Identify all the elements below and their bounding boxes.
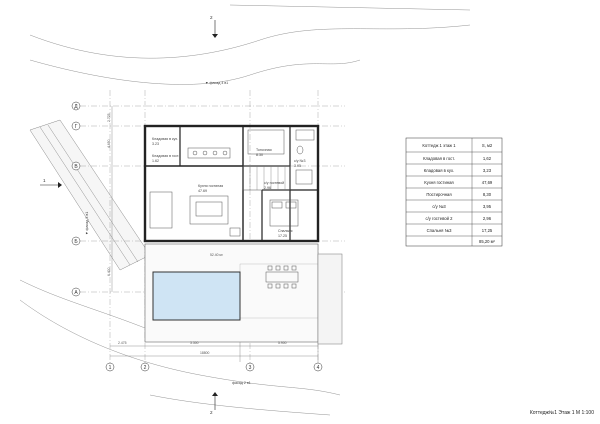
table-cell: 17,25 [482, 228, 493, 233]
swimming-pool [152, 271, 241, 321]
table-cell: 3,23 [483, 168, 492, 173]
table-cell: Спальня №3 [427, 228, 452, 233]
table-header-name: Коттедж 1 этаж 1 [422, 143, 456, 148]
table-cell: с/у гостевой 2 [426, 216, 454, 221]
axis-bubble-d [71, 101, 81, 111]
axis-label-3: 3 [249, 365, 252, 371]
table-total: 85,20 м² [479, 239, 496, 244]
room-area-bedroom3: 17.25 [278, 234, 287, 238]
section-mark-bottom: 2 [210, 392, 218, 415]
driveway [29, 119, 151, 271]
table-header-area: S, м2 [482, 143, 493, 148]
terrace-area-label: 52.40 м² [210, 253, 224, 257]
axis-bubble-a [71, 287, 81, 297]
axis-bubble-4 [313, 362, 323, 372]
dimension-lines: 2.475 3.300 5.900 18800 2.725 4.650 6.40… [107, 106, 318, 357]
axis-label-a: А [74, 290, 78, 296]
building-walls [143, 124, 320, 243]
bathroom-fixtures [247, 129, 315, 185]
axis-bubble-b [71, 236, 81, 246]
dim-d3: 3.300 [190, 341, 199, 345]
table-cell: 8,30 [483, 192, 492, 197]
axis-label-g: Г [75, 124, 78, 130]
table-cell: 3,95 [483, 204, 492, 209]
room-area-pantry-living: 1.62 [152, 159, 159, 163]
axis-bubble-1 [105, 362, 115, 372]
table-cell: Кладовая в гост. [423, 156, 455, 161]
axis-label-4: 4 [317, 365, 320, 371]
level-top: ▼ фасад 4 в1 [205, 81, 228, 85]
axis-bubble-g [71, 121, 81, 131]
room-area-pantry-kitchen: 3.23 [152, 142, 159, 146]
terrace-dining-set [265, 265, 299, 289]
dim-d2: 2.725 [107, 113, 111, 122]
dim-d4: 4.650 [107, 139, 111, 148]
column-axis-markers: 1 2 3 4 [105, 362, 323, 372]
table-cell: 1,62 [483, 156, 492, 161]
axis-label-2: 2 [144, 365, 147, 371]
room-area-boiler: 8.30 [256, 153, 263, 157]
table-cell: 2,96 [483, 216, 492, 221]
axis-label-d: Д [74, 104, 78, 110]
axis-bubble-2 [140, 362, 150, 372]
room-area-kitchen-living: 47.69 [198, 189, 207, 193]
bedroom-furniture [269, 199, 299, 227]
room-name-bedroom3: Спальня [278, 229, 292, 233]
dim-total: 18800 [200, 351, 210, 355]
dim-d6: 5.900 [278, 341, 287, 345]
staircase [242, 165, 291, 191]
room-labels: Кладовая в кух. 3.23 Кладовая в гост. 1.… [152, 137, 305, 238]
room-area-bath2: 2.96 [264, 186, 271, 190]
room-name-boiler: Топочная [256, 148, 272, 152]
terrain-contours [19, 4, 471, 416]
table-cell: Кухня гостиная [424, 180, 453, 185]
room-name-bath3: с/у №3 [294, 159, 305, 163]
table-cell: 47,69 [482, 180, 493, 185]
axis-bubble-3 [245, 362, 255, 372]
room-name-pantry-kitchen: Кладовая в кух. [152, 137, 178, 141]
level-left: ▼ фасад 3 в1 [85, 212, 89, 235]
table-cell: Кладовая в кух. [424, 168, 455, 173]
table-cell: с/у №3 [432, 204, 446, 209]
drawing-caption: Коттедж№1 Этаж 1 М 1:100 [530, 410, 594, 416]
room-name-pantry-living: Кладовая в гост. [152, 154, 179, 158]
dim-d5: 6.400 [107, 267, 111, 276]
row-axis-markers: Д Г В Б А [71, 101, 81, 297]
room-area-bath3: 3.95 [294, 164, 301, 168]
axis-label-1: 1 [109, 365, 112, 371]
section-mark-left: 1 [40, 178, 62, 188]
living-furniture [149, 147, 241, 237]
room-name-kitchen-living: Кухня гостиная [198, 184, 223, 188]
axis-label-v: В [74, 164, 78, 170]
level-bottom: фасад 2 в1 [232, 381, 251, 385]
section-mark-top: 2 [210, 15, 218, 38]
room-name-bath2: с/у гостевой [264, 181, 284, 185]
axis-label-b: Б [74, 239, 78, 245]
table-cell: Постирочная [426, 192, 451, 197]
axis-bubble-v [71, 161, 81, 171]
svg-text:2: 2 [210, 15, 213, 20]
area-table: Коттедж 1 этаж 1 S, м2 Кладовая в гост. … [405, 137, 503, 247]
svg-text:1: 1 [43, 178, 46, 183]
svg-text:2: 2 [210, 410, 213, 415]
dim-d1: 2.475 [118, 341, 127, 345]
